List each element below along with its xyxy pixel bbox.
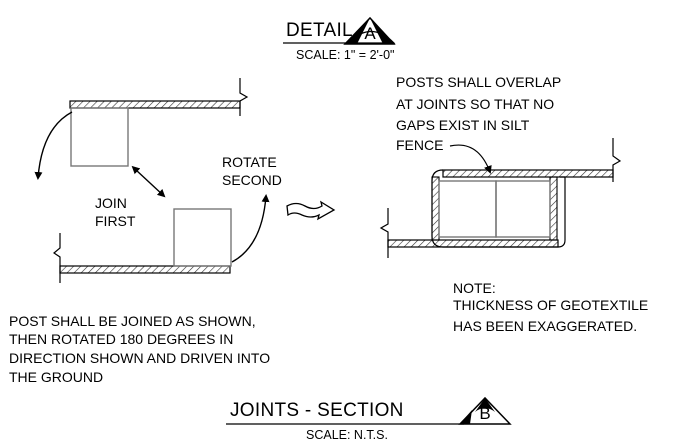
detail-mark-letter: A (364, 24, 376, 43)
transition-arrow (286, 200, 336, 221)
procedure-line4: THE GROUND (9, 369, 104, 385)
section-mark-triangle (458, 396, 512, 425)
note-heading: NOTE: (453, 280, 496, 296)
geotextile-wrap-right (549, 176, 558, 241)
section-mark-fill-top (475, 398, 495, 412)
join-first-label-line1: JOIN (95, 195, 127, 211)
joined-post-right (495, 180, 551, 238)
joined-post-left (438, 180, 497, 238)
overlap-note-line2: AT JOINTS SO THAT NO (396, 96, 555, 112)
section-scale: SCALE: N.T.S. (306, 428, 388, 442)
join-first-label-line2: FIRST (95, 213, 136, 229)
rotate-second-label-line2: SECOND (222, 172, 282, 188)
detail-mark-fill-left (345, 18, 370, 44)
geotextile-wrap-left (431, 176, 440, 241)
lower-post (173, 208, 232, 267)
geotextile-wrap-outer (431, 169, 566, 248)
section-mark-letter: B (479, 404, 491, 423)
detail-title: DETAIL (286, 20, 353, 41)
section-title: JOINTS - SECTION (230, 400, 404, 421)
joined-lower-strip (387, 239, 559, 248)
detail-scale: SCALE: 1" = 2'-0" (296, 48, 395, 62)
overlap-note-line4: FENCE (396, 137, 444, 153)
procedure-line2: THEN ROTATED 180 DEGREES IN (9, 331, 234, 347)
joined-upper-strip (442, 169, 614, 178)
procedure-line1: POST SHALL BE JOINED AS SHOWN, (9, 313, 256, 329)
detail-mark-fill-right (370, 18, 394, 44)
rotate-second-label-line1: ROTATE (222, 154, 277, 170)
rotate-arrow-left (34, 111, 73, 180)
join-double-arrow (131, 165, 166, 198)
upper-geotextile-strip (69, 100, 241, 109)
overlap-note-line3: GAPS EXIST IN SILT (396, 117, 530, 133)
upper-post (70, 107, 129, 167)
joined-lower-break (379, 208, 389, 258)
procedure-line3: DIRECTION SHOWN AND DRIVEN INTO (9, 350, 271, 366)
note-line2: HAS BEEN EXAGGERATED. (453, 318, 638, 334)
overlap-note-line1: POSTS SHALL OVERLAP (396, 74, 562, 90)
joined-upper-break (612, 138, 622, 182)
note-line1: THICKNESS OF GEOTEXTILE (453, 297, 649, 313)
lower-break-line (52, 233, 61, 283)
rotate-arrow-right (231, 194, 270, 263)
overlap-leader (449, 144, 492, 174)
section-mark-fill-left (460, 410, 472, 424)
lower-geotextile-strip (59, 265, 231, 274)
upper-break-line (239, 78, 249, 116)
